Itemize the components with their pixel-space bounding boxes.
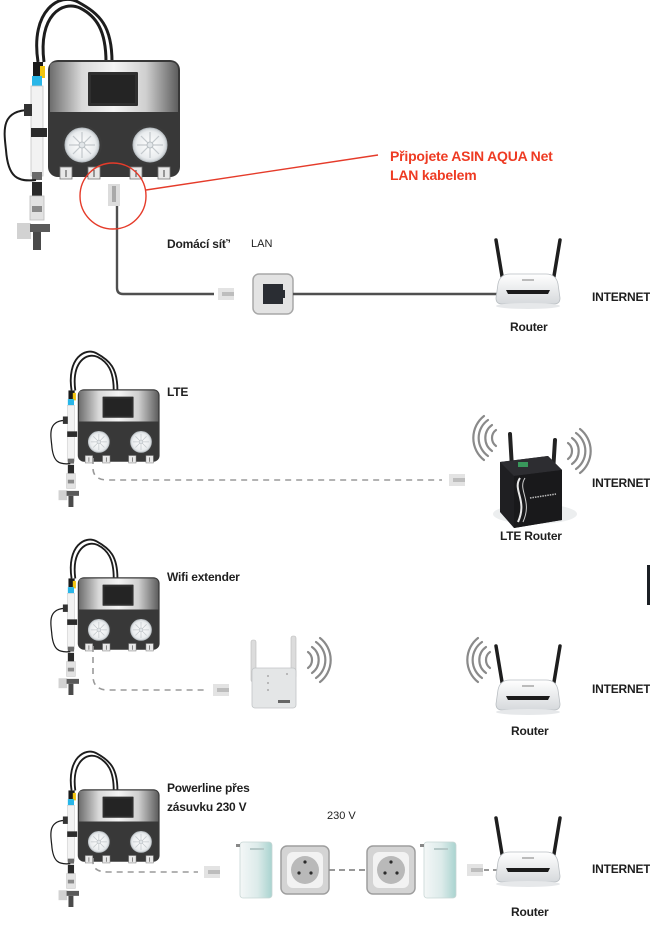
section-lte (51, 352, 592, 528)
rj45-plug (467, 864, 483, 876)
asin-aqua-controller (51, 752, 160, 907)
wifi-signal-icon (466, 636, 492, 684)
internet-label: INTERNET (592, 290, 650, 304)
callout-line-1: Připojete ASIN AQUA Net (390, 148, 553, 164)
asin-aqua-controller (5, 0, 180, 250)
powerline-adapter-icon (419, 841, 457, 899)
section-powerline (51, 752, 562, 907)
wifi-signal-icon (306, 636, 332, 684)
section-title-lan: Domácí síťʼ (167, 237, 231, 251)
rj45-plug (213, 684, 229, 696)
asin-aqua-controller (51, 540, 160, 695)
callout-text: Připojete ASIN AQUA Net LAN kabelem (390, 147, 553, 185)
power-socket-icon (280, 845, 330, 895)
callout-line-2: LAN kabelem (390, 167, 477, 183)
rj45-plug (449, 474, 465, 486)
internet-label: INTERNET (592, 476, 650, 490)
router-label: Router (510, 320, 548, 334)
voltage-label: 230 V (327, 810, 356, 822)
lan-label: LAN (251, 238, 273, 250)
internet-label: INTERNET (592, 862, 650, 876)
router-icon (494, 816, 562, 889)
dashed-connection (92, 858, 198, 873)
power-socket-icon (366, 845, 416, 895)
edge-artifact (647, 565, 650, 605)
callout-highlight-circle (79, 162, 147, 230)
router-icon (494, 238, 562, 311)
rj45-plug (218, 288, 234, 300)
section-title-powerline-line-1: Powerline přes (167, 781, 250, 795)
callout-line (145, 154, 379, 191)
powerline-adapter-icon (235, 841, 273, 899)
asin-aqua-controller (51, 352, 160, 507)
wifi-signal-icon (472, 414, 498, 462)
rj45-plug (204, 866, 220, 878)
section-lan (5, 0, 562, 315)
dashed-connection (92, 646, 206, 691)
section-title-powerline-line-2: zásuvku 230 V (167, 800, 247, 814)
lan-cable (115, 206, 214, 296)
router-icon (494, 644, 562, 717)
lan-wall-socket (252, 273, 294, 315)
lte-router-label: LTE Router (500, 529, 562, 543)
section-wifi-extender (51, 540, 650, 717)
internet-label: INTERNET (592, 682, 650, 696)
router-label: Router (511, 724, 549, 738)
wifi-signal-icon (566, 427, 592, 475)
section-title-wifi-extender: Wifi extender (167, 570, 240, 584)
rj45-plug (108, 184, 120, 206)
wifi-extender-icon (250, 635, 297, 709)
section-title-powerline: Powerline přes zásuvku 230 V (167, 779, 250, 817)
lte-router-icon (493, 432, 577, 528)
section-title-lte: LTE (167, 385, 189, 399)
router-label: Router (511, 905, 549, 919)
